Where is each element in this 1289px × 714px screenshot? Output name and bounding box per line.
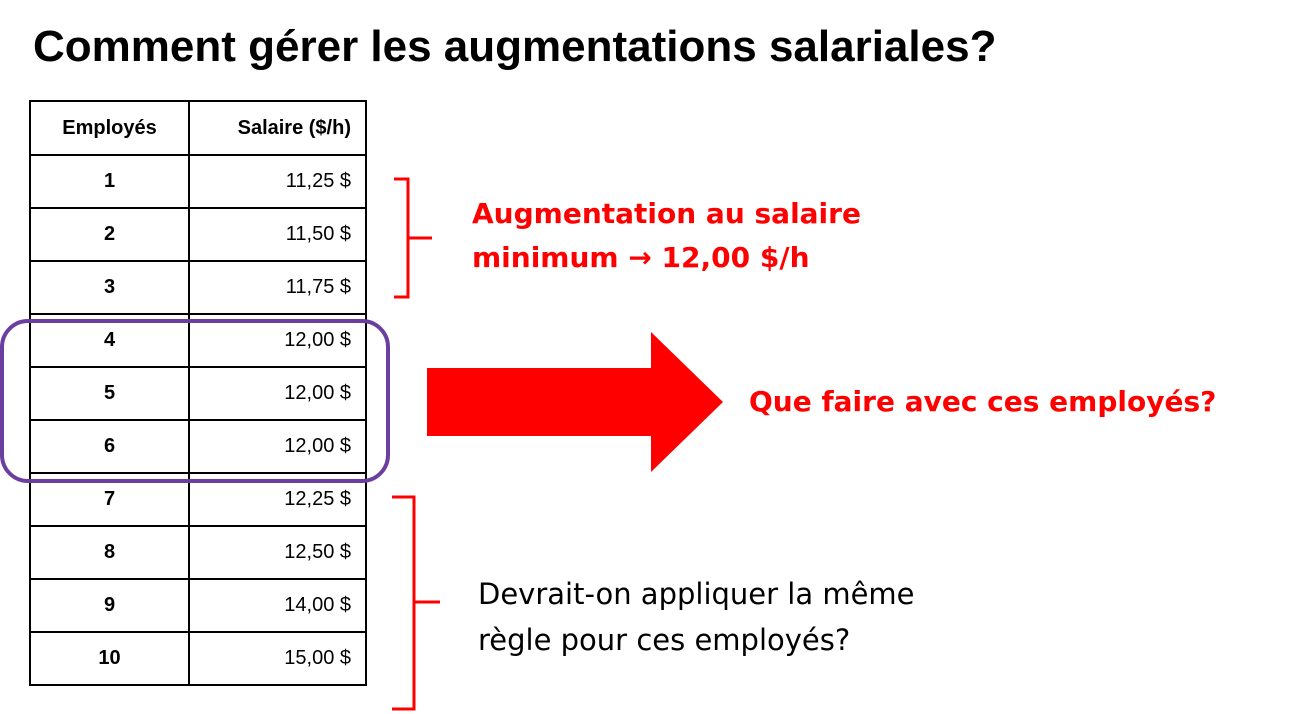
salary-cell: 11,25 $ [188, 154, 367, 209]
employee-cell: 6 [29, 419, 190, 474]
salary-cell: 11,50 $ [188, 207, 367, 262]
table-row: 3 11,75 $ [29, 260, 367, 315]
header-employees: Employés [29, 100, 190, 156]
page-title: Comment gérer les augmentations salarial… [33, 22, 997, 71]
minimum-wage-note: Augmentation au salaire minimum → 12,00 … [472, 192, 861, 280]
salary-cell: 12,00 $ [188, 366, 367, 421]
table-row: 1 11,25 $ [29, 154, 367, 209]
minimum-wage-line1: Augmentation au salaire [472, 197, 861, 230]
employee-cell: 2 [29, 207, 190, 262]
table-header-row: Employés Salaire ($/h) [29, 100, 367, 156]
salary-cell: 12,50 $ [188, 525, 367, 580]
table-row: 6 12,00 $ [29, 419, 367, 474]
employee-cell: 9 [29, 578, 190, 633]
highlight-box [0, 319, 390, 483]
table-row: 9 14,00 $ [29, 578, 367, 633]
table-row: 8 12,50 $ [29, 525, 367, 580]
employee-cell: 1 [29, 154, 190, 209]
header-salary: Salaire ($/h) [188, 100, 367, 156]
right-arrow-icon [427, 332, 723, 472]
table-row: 5 12,00 $ [29, 366, 367, 421]
salary-table: Employés Salaire ($/h) 1 11,25 $ 2 11,50… [29, 100, 367, 686]
lower-brace-icon [392, 495, 440, 711]
rule-line1: Devrait-on appliquer la même [478, 577, 915, 611]
table-row: 10 15,00 $ [29, 631, 367, 686]
rule-note: Devrait-on appliquer la même règle pour … [478, 571, 915, 663]
minimum-wage-line2: minimum → 12,00 $/h [472, 241, 810, 274]
upper-brace-icon [394, 177, 432, 299]
employee-cell: 5 [29, 366, 190, 421]
question-note: Que faire avec ces employés? [749, 385, 1217, 418]
salary-cell: 12,00 $ [188, 419, 367, 474]
salary-cell: 15,00 $ [188, 631, 367, 686]
employee-cell: 3 [29, 260, 190, 315]
rule-line2: règle pour ces employés? [478, 623, 851, 657]
salary-cell: 11,75 $ [188, 260, 367, 315]
table-row: 2 11,50 $ [29, 207, 367, 262]
employee-cell: 8 [29, 525, 190, 580]
employee-cell: 10 [29, 631, 190, 686]
salary-cell: 14,00 $ [188, 578, 367, 633]
